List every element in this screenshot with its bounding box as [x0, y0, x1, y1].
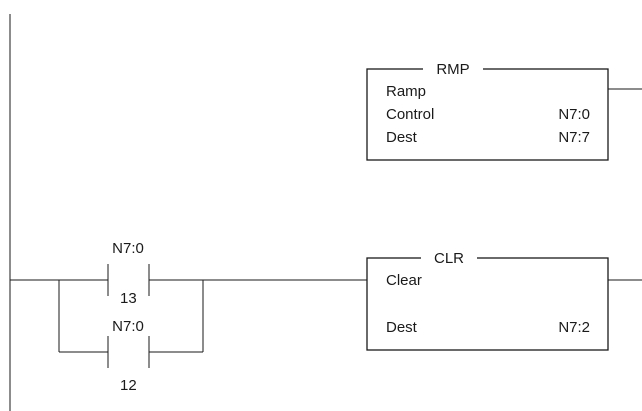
rmp-box [366, 68, 609, 161]
rmp-control-value: N7:0 [558, 106, 590, 123]
clr-dest-label: Dest [386, 319, 418, 336]
clr-instruction-block[interactable]: CLR Clear Dest N7:2 [366, 250, 609, 351]
contact-1-address: N7:0 [112, 240, 144, 257]
contact-2-bit: 12 [120, 377, 137, 394]
rung-2: N7:0 13 N7:0 12 CLR Clear Dest N7:2 [10, 240, 642, 394]
contact-1[interactable]: N7:0 13 [107, 240, 150, 307]
clr-dest-value: N7:2 [558, 319, 590, 336]
clr-instruction-name: Clear [386, 272, 422, 289]
clr-title-mask [421, 251, 477, 265]
contact-2-address: N7:0 [112, 318, 144, 335]
rmp-instruction-block[interactable]: RMP Ramp Control N7:0 Dest N7:7 [366, 61, 609, 161]
contact-1-bit: 13 [120, 290, 137, 307]
rmp-title-mask [423, 62, 483, 76]
rmp-control-label: Control [386, 106, 434, 123]
rmp-dest-value: N7:7 [558, 129, 590, 146]
rung-1: RMP Ramp Control N7:0 Dest N7:7 [366, 61, 642, 161]
rmp-dest-label: Dest [386, 129, 418, 146]
clr-mnemonic: CLR [434, 250, 464, 267]
rmp-instruction-name: Ramp [386, 83, 426, 100]
rmp-mnemonic: RMP [436, 61, 469, 78]
contact-2[interactable]: N7:0 12 [107, 318, 150, 394]
clr-box [366, 257, 609, 351]
